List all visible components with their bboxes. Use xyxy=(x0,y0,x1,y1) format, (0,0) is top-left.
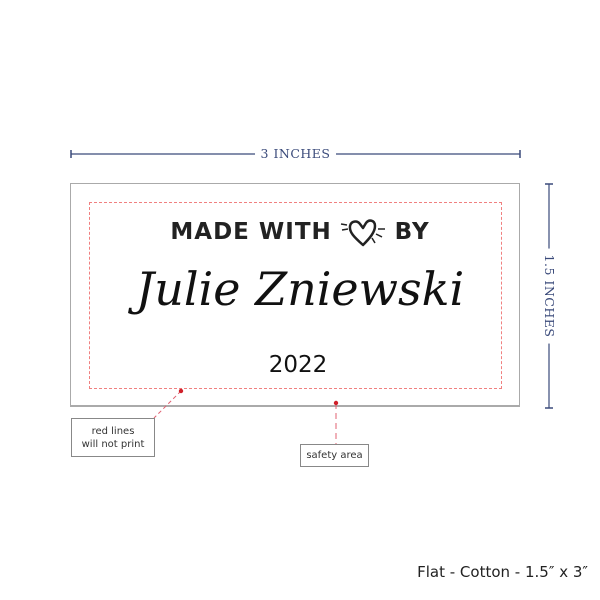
product-description: Flat - Cotton - 1.5″ x 3″ xyxy=(417,563,588,581)
width-dimension: 3 INCHES xyxy=(70,146,521,162)
safety-area-outline xyxy=(89,202,502,389)
made-with-line: MADE WITH BY xyxy=(0,214,600,250)
red-lines-callout-line2: will not print xyxy=(81,439,145,450)
safety-area-marker xyxy=(333,400,339,406)
label-year: 2022 xyxy=(268,352,328,378)
height-dimension: 1.5 INCHES xyxy=(541,183,557,409)
width-dimension-label: 3 INCHES xyxy=(254,146,337,162)
label-name: Julie Zniewski xyxy=(135,262,465,316)
heart-icon xyxy=(340,214,386,250)
red-lines-callout-line1: red lines xyxy=(91,426,135,437)
red-lines-marker xyxy=(178,388,184,394)
made-with-text: MADE WITH xyxy=(170,219,332,245)
by-text: BY xyxy=(394,219,430,245)
red-lines-callout: red lines will not print xyxy=(71,418,155,457)
red-lines-leader xyxy=(153,390,182,419)
label-outline xyxy=(70,183,520,407)
safety-area-callout: safety area xyxy=(300,444,369,467)
